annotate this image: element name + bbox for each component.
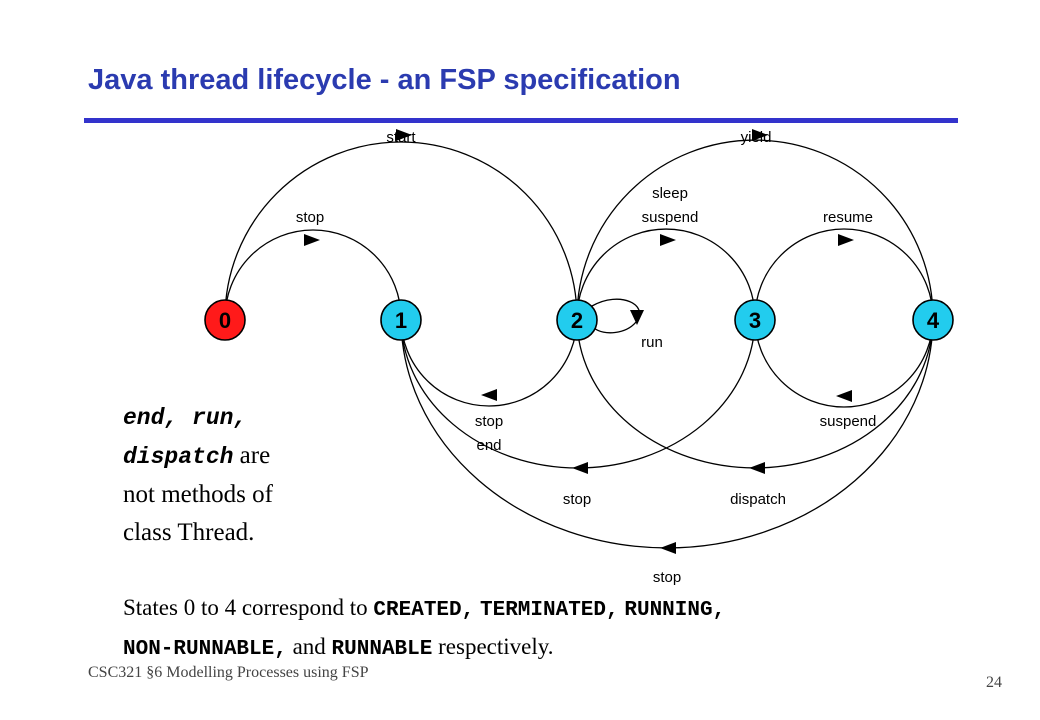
- label-dispatch: dispatch: [730, 491, 786, 508]
- arrow-yield: [752, 129, 768, 141]
- state-non-runnable: NON-RUNNABLE,: [123, 638, 287, 661]
- state-3: 3: [734, 299, 776, 341]
- state-1: 1: [380, 299, 422, 341]
- states-line-2: NON-RUNNABLE, and RUNNABLE respectively.: [123, 629, 725, 668]
- arc-sleep-suspend: [576, 228, 756, 319]
- label-stop-2-1: stop: [475, 413, 503, 430]
- states-description: States 0 to 4 correspond to CREATED, TER…: [123, 590, 725, 668]
- states-and: and: [286, 634, 332, 659]
- svg-text:2: 2: [571, 308, 583, 333]
- slide-title: Java thread lifecycle - an FSP specifica…: [88, 64, 681, 96]
- note-line-4: class Thread.: [123, 519, 255, 546]
- svg-text:1: 1: [395, 308, 407, 333]
- label-suspend-4-3: suspend: [820, 413, 877, 430]
- title-underline: [84, 118, 958, 123]
- methods-note: end, run, dispatch are not methods of cl…: [123, 398, 273, 552]
- label-resume: resume: [823, 209, 873, 226]
- label-run: run: [641, 334, 663, 351]
- arrow-start: [396, 129, 412, 141]
- label-start: start: [386, 129, 416, 146]
- states-line-1: States 0 to 4 correspond to CREATED, TER…: [123, 590, 725, 629]
- arc-stop-0-1: [224, 229, 402, 319]
- svg-text:3: 3: [749, 308, 761, 333]
- state-running: RUNNING,: [624, 599, 726, 622]
- note-line-2: dispatch are: [123, 437, 273, 476]
- state-0: 0: [204, 299, 246, 341]
- state-terminated: TERMINATED,: [479, 599, 619, 622]
- arrow-stop-4-1: [660, 542, 676, 554]
- arc-stop-4-1: [400, 317, 934, 549]
- page-number: 24: [986, 674, 1002, 691]
- label-suspend-2-3: suspend: [642, 209, 699, 226]
- label-stop-3-1: stop: [563, 491, 591, 508]
- note-line-3: not methods of: [123, 481, 273, 508]
- arrow-suspend-4-3: [836, 390, 852, 402]
- note-line-1: end, run,: [123, 398, 273, 437]
- arc-stop-end: [400, 317, 578, 407]
- arrow-resume: [838, 234, 854, 246]
- state-runnable: RUNNABLE: [331, 638, 433, 661]
- label-sleep: sleep: [652, 185, 688, 202]
- arrow-stop-end: [481, 389, 497, 401]
- state-4: 4: [912, 299, 954, 341]
- arrow-stop-3-1: [572, 462, 588, 474]
- arrow-stop-0-1: [304, 234, 320, 246]
- code-end-run: end, run,: [123, 405, 248, 431]
- arc-yield: [576, 139, 934, 319]
- arrow-sleep-suspend: [660, 234, 676, 246]
- note-are: are: [233, 442, 271, 469]
- arrow-dispatch: [749, 462, 765, 474]
- arc-suspend-4-3: [754, 317, 934, 408]
- label-stop-0-1: stop: [296, 209, 324, 226]
- loop-run: [591, 298, 641, 334]
- arc-resume: [754, 228, 934, 319]
- state-created: CREATED,: [373, 599, 475, 622]
- label-stop-4-1: stop: [653, 569, 681, 586]
- states-suffix: respectively.: [432, 634, 554, 659]
- label-end: end: [476, 437, 501, 454]
- states-prefix: States 0 to 4 correspond to: [123, 595, 374, 620]
- code-dispatch: dispatch: [123, 444, 234, 470]
- arrow-run: [630, 310, 644, 325]
- svg-text:0: 0: [219, 308, 231, 333]
- label-yield: yield: [741, 129, 772, 146]
- svg-text:4: 4: [927, 308, 940, 333]
- slide-footer: CSC321 §6 Modelling Processes using FSP: [88, 664, 369, 681]
- arc-start: [224, 141, 578, 319]
- state-2: 2: [556, 299, 598, 341]
